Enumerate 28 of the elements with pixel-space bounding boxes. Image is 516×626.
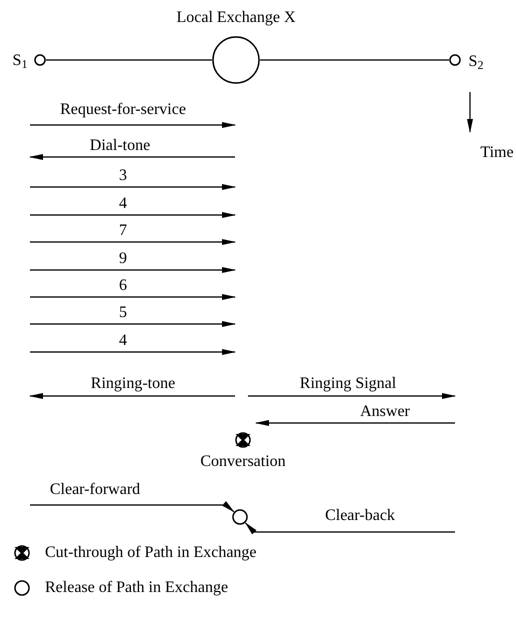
terminal-circle bbox=[232, 509, 248, 525]
message-label: 4 bbox=[119, 196, 127, 212]
axis-label: Time bbox=[480, 145, 514, 161]
message-label: 3 bbox=[119, 168, 127, 184]
message-label: 9 bbox=[119, 251, 127, 267]
message-label: 6 bbox=[119, 278, 127, 294]
arrow bbox=[244, 522, 455, 534]
legend-text: Release of Path in Exchange bbox=[45, 580, 228, 596]
node-label: Conversation bbox=[200, 454, 286, 470]
arrow bbox=[30, 501, 235, 512]
exchange-circle bbox=[212, 36, 260, 84]
message-label: Answer bbox=[360, 404, 410, 420]
node-label: S$_{1}$ bbox=[12, 53, 28, 69]
message-label: 5 bbox=[119, 305, 127, 321]
legend-text: Cut-through of Path in Exchange bbox=[45, 545, 257, 561]
line bbox=[46, 59, 212, 61]
message-label: 7 bbox=[119, 223, 127, 239]
message-label: Ringing Signal bbox=[300, 376, 396, 392]
message-label: Request-for-service bbox=[60, 102, 186, 118]
message-label: 4 bbox=[119, 333, 127, 349]
message-label: Dial-tone bbox=[90, 138, 150, 154]
line bbox=[260, 59, 449, 61]
message-label: Ringing-tone bbox=[90, 376, 176, 392]
terminal-circle bbox=[34, 54, 46, 66]
node-label: S$_{2}$ bbox=[468, 54, 484, 70]
terminal-circle bbox=[449, 54, 461, 66]
node-label: Local Exchange X bbox=[176, 10, 296, 26]
cut-through-symbol bbox=[235, 432, 251, 448]
